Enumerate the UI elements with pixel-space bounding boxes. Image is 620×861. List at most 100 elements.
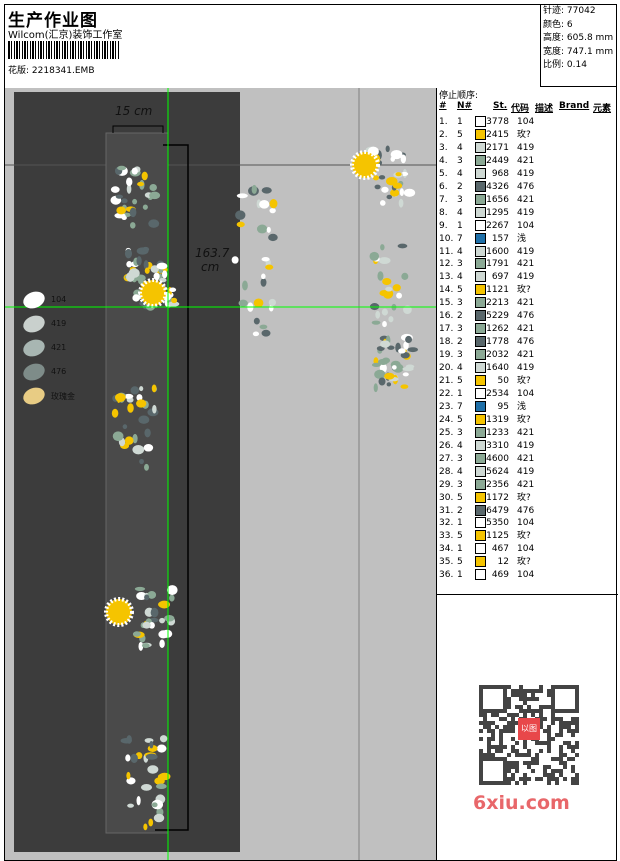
stitch-mark	[260, 278, 267, 287]
stitch-mark	[380, 200, 386, 206]
row-stitches: 50	[497, 376, 509, 386]
stop-row[interactable]: 3. 4 2171 419	[439, 141, 539, 155]
stop-row[interactable]: 11. 4 1600 419	[439, 245, 539, 259]
color-swatch	[475, 128, 486, 140]
stop-row[interactable]: 23. 7 95 浅	[439, 400, 539, 414]
row-index: 29.	[439, 479, 454, 490]
stitch-mark	[375, 310, 381, 319]
stop-row[interactable]: 10. 7 157 浅	[439, 232, 539, 246]
row-code: 476	[517, 505, 535, 516]
stop-row[interactable]: 21. 5 50 玫?	[439, 375, 539, 388]
stitch-mark	[148, 622, 155, 629]
info-row: 高度: 605.8 mm	[543, 33, 614, 44]
column-header: 代码	[511, 104, 530, 114]
stop-row[interactable]: 36. 1 469 104	[439, 569, 539, 582]
stop-row[interactable]: 13. 4 697 419	[439, 271, 539, 284]
stop-row[interactable]: 29. 3 2356 421	[439, 478, 539, 492]
row-index: 30.	[439, 492, 454, 503]
stop-row[interactable]: 6. 2 4326 476	[439, 180, 539, 194]
stop-row[interactable]: 34. 1 467 104	[439, 543, 539, 556]
stop-row[interactable]: 35. 5 12 玫?	[439, 556, 539, 569]
row-index: 4.	[439, 155, 448, 166]
stop-row[interactable]: 15. 3 2213 421	[439, 297, 539, 310]
stitch-mark	[125, 754, 131, 762]
stitch-mark	[126, 177, 133, 187]
stop-row[interactable]: 9. 1 2267 104	[439, 219, 539, 233]
stitch-mark	[121, 215, 127, 220]
stitch-mark	[150, 607, 159, 618]
stop-row[interactable]: 22. 1 2534 104	[439, 387, 539, 401]
stitch-mark	[122, 424, 128, 430]
stop-row[interactable]: 26. 4 3310 419	[439, 439, 539, 453]
stop-row[interactable]: 4. 3 2449 421	[439, 154, 539, 168]
row-needle: 7	[457, 233, 463, 244]
row-needle: 1	[457, 570, 463, 581]
stitch-mark	[150, 265, 159, 273]
row-code: 104	[517, 544, 535, 555]
stitch-mark	[402, 372, 409, 377]
row-stitches: 1121	[486, 285, 509, 296]
stitch-mark	[158, 268, 164, 274]
row-index: 13.	[439, 272, 454, 283]
color-swatch	[475, 530, 486, 542]
stitch-mark	[144, 463, 149, 471]
stitch-mark	[259, 199, 270, 209]
row-stitches: 2171	[486, 142, 509, 153]
stop-row[interactable]: 24. 5 1319 玫?	[439, 413, 539, 427]
watermark-site: 6xiu.com	[473, 792, 570, 814]
stitch-mark	[144, 428, 151, 438]
stop-row[interactable]: 20. 4 1640 419	[439, 362, 539, 375]
row-stitches: 1778	[486, 337, 509, 348]
info-row: 比例: 0.14	[543, 60, 587, 71]
stop-row[interactable]: 18. 2 1778 476	[439, 336, 539, 349]
color-swatch	[475, 400, 486, 412]
color-swatch	[475, 478, 486, 490]
row-stitches: 2534	[486, 388, 509, 399]
stop-row[interactable]: 25. 3 1233 421	[439, 426, 539, 440]
stop-row[interactable]: 1. 1 3778 104	[439, 116, 539, 129]
stitch-mark	[129, 207, 137, 218]
row-needle: 2	[457, 181, 463, 192]
stitch-mark	[238, 299, 248, 307]
row-index: 12.	[439, 259, 454, 270]
row-code: 419	[517, 363, 535, 374]
stop-row[interactable]: 19. 3 2032 421	[439, 349, 539, 362]
color-swatch	[475, 141, 486, 153]
stop-row[interactable]: 7. 3 1656 421	[439, 193, 539, 207]
stitch-mark	[373, 383, 378, 393]
stop-row[interactable]: 16. 2 5229 476	[439, 310, 539, 323]
stitch-mark	[256, 224, 268, 234]
stop-row[interactable]: 30. 5 1172 玫?	[439, 491, 539, 505]
stop-row[interactable]: 31. 2 6479 476	[439, 504, 539, 518]
stitch-mark	[147, 765, 159, 774]
column-header: St.	[493, 101, 508, 111]
row-code: 玫?	[517, 285, 531, 296]
stitch-mark	[395, 172, 402, 177]
row-index: 20.	[439, 363, 454, 374]
stop-row[interactable]: 14. 5 1121 玫?	[439, 284, 539, 297]
stop-row[interactable]: 32. 1 5350 104	[439, 517, 539, 530]
stitch-mark	[407, 347, 418, 353]
flower-motif	[138, 278, 168, 308]
stitch-mark	[400, 352, 410, 359]
stop-row[interactable]: 17. 3 1262 421	[439, 323, 539, 336]
stop-row[interactable]: 28. 4 5624 419	[439, 465, 539, 479]
row-code: 421	[517, 350, 535, 361]
color-swatch	[475, 245, 486, 257]
stop-row[interactable]: 33. 5 1125 玫?	[439, 530, 539, 543]
stop-row[interactable]: 12. 3 1791 421	[439, 258, 539, 271]
stop-row[interactable]: 2. 5 2415 玫?	[439, 128, 539, 142]
stitch-mark	[110, 186, 120, 193]
stop-row[interactable]: 8. 4 1295 419	[439, 206, 539, 220]
stitch-mark	[143, 260, 149, 270]
stitch-mark	[151, 802, 158, 808]
stitch-mark	[269, 208, 276, 214]
stop-row[interactable]: 27. 3 4600 421	[439, 452, 539, 466]
stitch-mark	[261, 329, 271, 337]
row-code: 419	[517, 142, 535, 153]
stop-row[interactable]: 5. 4 968 419	[439, 167, 539, 181]
row-needle: 1	[457, 388, 463, 399]
row-stitches: 2449	[486, 155, 509, 166]
row-stitches: 1791	[486, 259, 509, 270]
